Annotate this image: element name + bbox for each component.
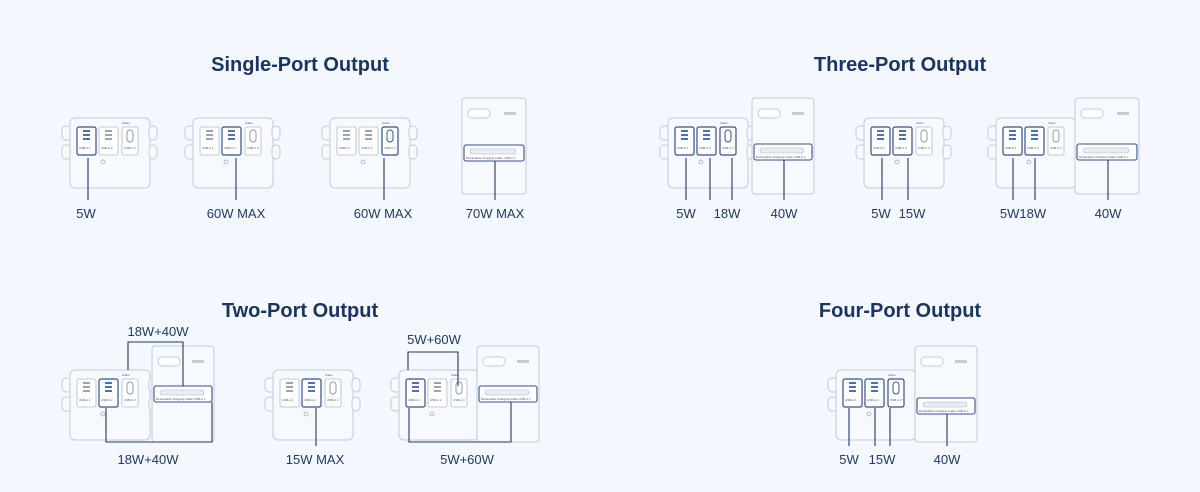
svg-text:USB-C 2: USB-C 2: [384, 146, 396, 150]
retractable-cable-device-icon: Retractable Charging Cable USB-C 1: [751, 97, 815, 195]
svg-text:Retractable Charging Cable USB: Retractable Charging Cable USB-C 1: [481, 397, 531, 401]
four-port-output-title: Four-Port Output: [818, 300, 982, 322]
two-label-a-bottom: 18W+40W: [117, 452, 179, 467]
connector-line: [127, 341, 184, 386]
svg-text:USB-C 2: USB-C 2: [1050, 146, 1062, 150]
svg-text:USB-A 2: USB-A 2: [699, 146, 711, 150]
svg-text:USB-A 2: USB-A 2: [101, 398, 113, 402]
retractable-cable-device-icon: Retractable Charging Cable USB-C 1: [151, 345, 215, 443]
svg-text:USB-A 2: USB-A 2: [430, 398, 442, 402]
svg-text:USB-C 2: USB-C 2: [722, 146, 734, 150]
retractable-cable-device-icon: Retractable Charging Cable USB-C 1: [1074, 97, 1140, 195]
svg-text:Anker: Anker: [451, 373, 459, 377]
connector-line: [407, 351, 459, 386]
svg-text:USB-A 1: USB-A 1: [339, 146, 351, 150]
svg-text:Anker: Anker: [916, 121, 924, 125]
svg-text:USB-A 1: USB-A 1: [79, 146, 91, 150]
two-label-c-top: 5W+60W: [407, 332, 461, 347]
three-label-b-1: 5W: [871, 206, 891, 221]
single-label-usb-c1-cable: 70W MAX: [465, 206, 525, 221]
svg-text:USB-A 1: USB-A 1: [845, 398, 857, 402]
three-label-a-1: 5W: [676, 206, 696, 221]
three-port-output-title: Three-Port Output: [813, 54, 987, 76]
svg-text:Anker: Anker: [325, 373, 333, 377]
svg-text:USB-A 1: USB-A 1: [1005, 146, 1017, 150]
svg-text:Retractable Charging Cable USB: Retractable Charging Cable USB-C 1: [756, 155, 806, 159]
svg-text:Anker: Anker: [122, 121, 130, 125]
svg-text:USB-A 1: USB-A 1: [202, 146, 214, 150]
single-label-usb-a1: 5W: [76, 206, 96, 221]
connector-line: [105, 402, 213, 443]
single-port-output-title: Single-Port Output: [211, 54, 389, 76]
three-label-c-2: 40W: [1094, 206, 1122, 221]
svg-text:Retractable Charging Cable USB: Retractable Charging Cable USB-C 1: [156, 397, 206, 401]
svg-text:USB-C 2: USB-C 2: [918, 146, 930, 150]
three-label-a-2: 18W: [713, 206, 741, 221]
svg-text:Anker: Anker: [245, 121, 253, 125]
single-label-usb-a2: 60W MAX: [206, 206, 266, 221]
svg-text:Retractable Charging Cable USB: Retractable Charging Cable USB-C 1: [1079, 155, 1129, 159]
svg-text:USB-A 2: USB-A 2: [867, 398, 879, 402]
svg-text:USB-C 2: USB-C 2: [124, 398, 136, 402]
connector-line: [408, 402, 512, 443]
two-label-a-top: 18W+40W: [127, 324, 189, 339]
svg-text:USB-A 1: USB-A 1: [282, 398, 294, 402]
svg-text:Anker: Anker: [888, 373, 896, 377]
svg-text:Anker: Anker: [720, 121, 728, 125]
svg-text:USB-A 1: USB-A 1: [677, 146, 689, 150]
three-label-b-2: 15W: [898, 206, 926, 221]
single-label-usb-c2: 60W MAX: [353, 206, 413, 221]
three-label-a-3: 40W: [770, 206, 798, 221]
svg-text:USB-C 2: USB-C 2: [453, 398, 465, 402]
svg-text:USB-A 2: USB-A 2: [895, 146, 907, 150]
svg-text:USB-A 2: USB-A 2: [101, 146, 113, 150]
svg-text:USB-C 2: USB-C 2: [327, 398, 339, 402]
svg-text:USB-C 2: USB-C 2: [124, 146, 136, 150]
svg-text:USB-A 1: USB-A 1: [873, 146, 885, 150]
svg-text:Retractable Charging Cable USB: Retractable Charging Cable USB-C 1: [466, 156, 516, 160]
two-label-c-bottom: 5W+60W: [440, 452, 494, 467]
svg-text:USB-A 2: USB-A 2: [224, 146, 236, 150]
svg-text:Anker: Anker: [1048, 121, 1056, 125]
svg-text:USB-A 1: USB-A 1: [79, 398, 91, 402]
four-label-usb-c: 40W: [933, 452, 961, 467]
retractable-cable-device-icon: Retractable Charging Cable USB-C 1: [476, 345, 540, 443]
svg-text:USB-C 2: USB-C 2: [890, 398, 902, 402]
four-label-usb-a2: 15W: [868, 452, 896, 467]
retractable-cable-device-icon: Retractable Charging Cable USB-C 1: [461, 97, 527, 195]
svg-text:USB-A 2: USB-A 2: [1027, 146, 1039, 150]
svg-text:Anker: Anker: [122, 373, 130, 377]
svg-text:USB-A 2: USB-A 2: [361, 146, 373, 150]
svg-text:Anker: Anker: [382, 121, 390, 125]
svg-text:USB-A 2: USB-A 2: [304, 398, 316, 402]
three-label-c-1: 5W18W: [999, 206, 1047, 221]
four-label-usb-a1: 5W: [839, 452, 859, 467]
svg-text:USB-A 1: USB-A 1: [408, 398, 420, 402]
svg-text:Retractable Charging Cable USB: Retractable Charging Cable USB-C 1: [919, 409, 969, 413]
two-label-b: 15W MAX: [285, 452, 345, 467]
retractable-cable-device-icon: Retractable Charging Cable USB-C 1: [914, 345, 978, 443]
svg-text:USB-C 2: USB-C 2: [247, 146, 259, 150]
two-port-output-title: Two-Port Output: [221, 300, 379, 322]
